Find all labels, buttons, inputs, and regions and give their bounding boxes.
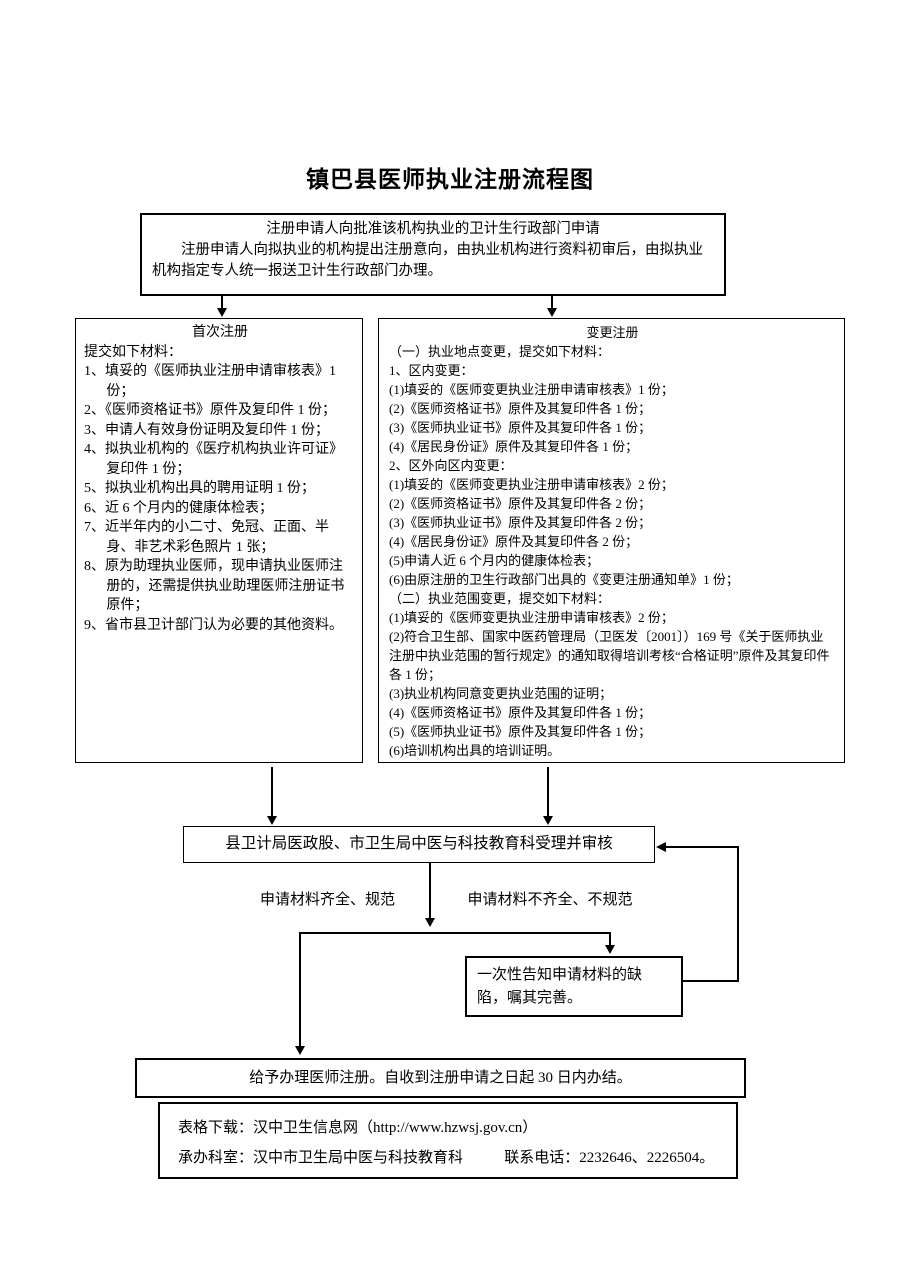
change-registration-lines: （一）执业地点变更，提交如下材料： 1、区内变更： (1)填妥的《医师变更执业注册申… (389, 342, 836, 760)
material-item: (4)《居民身份证》原件及其复印件各 1 份； (389, 439, 639, 454)
connector-first-to-review (271, 767, 273, 817)
arrow-down-icon (605, 945, 615, 954)
arrow-down-icon (267, 816, 277, 825)
connector-change-to-review (547, 767, 549, 817)
material-item: (1)填妥的《医师变更执业注册申请审核表》2 份； (389, 477, 674, 492)
arrow-down-icon (547, 308, 557, 317)
material-item: (3)《医师执业证书》原件及其复印件各 1 份； (389, 420, 652, 435)
application-box-line2: 注册申请人向拟执业的机构提出注册意向，由执业机构进行资料初审后，由拟执业机构指定… (152, 242, 703, 279)
material-item: (2)《医师资格证书》原件及其复印件各 2 份； (389, 496, 652, 511)
material-item: （一）执业地点变更，提交如下材料： (389, 344, 611, 359)
arrow-down-icon (425, 918, 435, 927)
connector-top-to-change (551, 296, 553, 309)
arrow-left-icon (656, 842, 666, 852)
material-item: (1)填妥的《医师变更执业注册申请审核表》1 份； (389, 382, 674, 397)
change-registration-title: 变更注册 (586, 325, 639, 340)
material-item: 2、《医师资格证书》原件及复印件 1 份； (84, 403, 336, 418)
material-item: 9、省市县卫计部门认为必要的其他资料。 (84, 617, 343, 633)
material-item: 1、填妥的《医师执业注册申请审核表》1 份； (84, 364, 336, 399)
material-item: 5、拟执业机构出具的聘用证明 1 份； (84, 481, 315, 496)
connector-to-defect (609, 932, 611, 946)
footer-box: 表格下载：汉中卫生信息网（http://www.hzwsj.gov.cn） 承办… (158, 1102, 738, 1179)
material-item: (6)由原注册的卫生行政部门出具的《变更注册通知单》1 份； (389, 572, 739, 587)
connector-feedback-up (737, 846, 739, 982)
application-box-line1: 注册申请人向批准该机构执业的卫计生行政部门申请 (266, 221, 600, 237)
material-item: (5)申请人近 6 个月内的健康体检表； (389, 553, 600, 568)
material-item: 7、近半年内的小二寸、免冠、正面、半身、非艺术彩色照片 1 张； (84, 520, 329, 555)
material-item: 3、申请人有效身份证明及复印件 1 份； (84, 422, 329, 438)
first-registration-title: 首次注册 (192, 325, 248, 340)
first-registration-box: 首次注册 提交如下材料： 1、填妥的《医师执业注册申请审核表》1 份； 2、《医师… (75, 318, 363, 763)
change-registration-box: 变更注册 （一）执业地点变更，提交如下材料： 1、区内变更： (1)填妥的《医师变更… (378, 318, 845, 763)
footer-phone: 联系电话：2232646、2226504。 (504, 1150, 715, 1166)
material-item: 8、原为助理执业医师，现申请执业医师注册的，还需提供执业助理医师注册证书原件； (84, 559, 345, 613)
footer-contact-line: 承办科室：汉中市卫生局中医与科技教育科 联系电话：2232646、2226504… (178, 1143, 728, 1173)
material-item: 1、区内变更： (389, 363, 474, 378)
material-item: (3)执业机构同意变更执业范围的证明； (389, 686, 613, 701)
connector-feedback-bottom (683, 980, 739, 982)
material-item: (2)《医师资格证书》原件及其复印件各 1 份； (389, 401, 652, 416)
connector-feedback-top (666, 846, 739, 848)
final-box: 给予办理医师注册。自收到注册申请之日起 30 日内办结。 (135, 1058, 746, 1098)
first-registration-intro: 提交如下材料： (84, 344, 182, 360)
defect-notice-box: 一次性告知申请材料的缺陷，嘱其完善。 (465, 956, 683, 1017)
page-title: 镇巴县医师执业注册流程图 (306, 167, 594, 192)
arrow-down-icon (295, 1046, 305, 1055)
connector-top-to-first (221, 296, 223, 309)
connector-to-final (299, 932, 301, 1046)
material-item: 2、区外向区内变更： (389, 458, 513, 473)
connector-review-down (429, 863, 431, 919)
material-item: （二）执业范围变更，提交如下材料： (389, 591, 611, 606)
material-item: (1)填妥的《医师变更执业注册申请审核表》2 份； (389, 610, 674, 625)
material-item: 4、拟执业机构的《医疗机构执业许可证》复印件 1 份； (84, 442, 343, 477)
arrow-down-icon (217, 308, 227, 317)
review-box: 县卫计局医政股、市卫生局中医与科技教育科受理并审核 (183, 826, 655, 863)
footer-download-line: 表格下载：汉中卫生信息网（http://www.hzwsj.gov.cn） (178, 1120, 538, 1136)
branch-label-incomplete: 申请材料不齐全、不规范 (467, 892, 633, 908)
connector-split (299, 932, 611, 934)
first-registration-items: 1、填妥的《医师执业注册申请审核表》1 份； 2、《医师资格证书》原件及复印件 1… (84, 362, 356, 635)
branch-label-complete: 申请材料齐全、规范 (259, 892, 395, 908)
material-item: 6、近 6 个月内的健康体检表； (84, 500, 273, 516)
footer-department: 承办科室：汉中市卫生局中医与科技教育科 (178, 1150, 464, 1166)
material-item: (6)培训机构出具的培训证明。 (389, 743, 561, 758)
material-item: (4)《居民身份证》原件及其复印件各 2 份； (389, 534, 639, 549)
material-item: (3)《医师执业证书》原件及其复印件各 2 份； (389, 515, 652, 530)
material-item: (5)《医师执业证书》原件及其复印件各 1 份； (389, 724, 652, 739)
arrow-down-icon (543, 816, 553, 825)
material-item: (2)符合卫生部、国家中医药管理局（卫医发〔2001〕）169 号《关于医师执业… (389, 629, 830, 682)
material-item: (4)《医师资格证书》原件及其复印件各 1 份； (389, 705, 652, 720)
application-box: 注册申请人向批准该机构执业的卫计生行政部门申请 注册申请人向拟执业的机构提出注册… (140, 213, 726, 296)
